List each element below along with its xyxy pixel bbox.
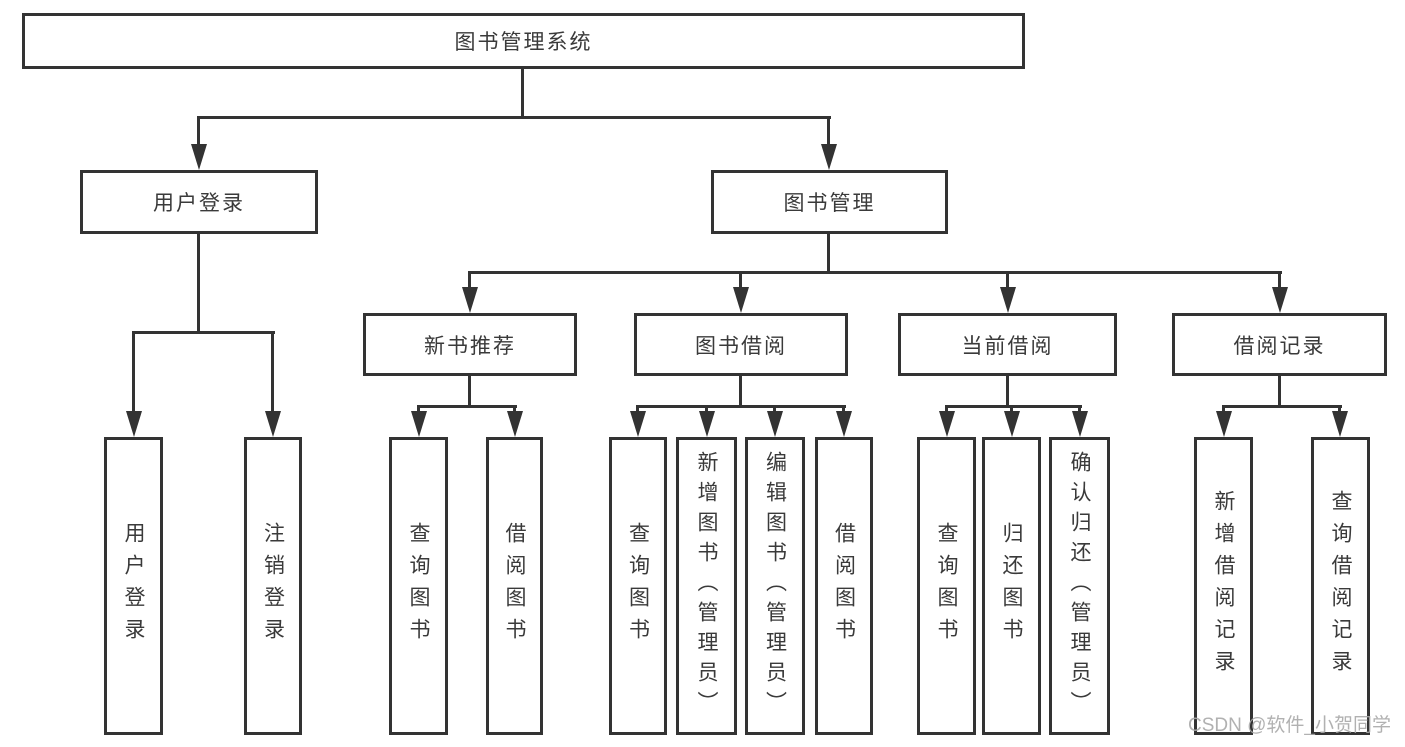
arrow-down-icon (821, 144, 837, 170)
node-new-book-recommend: 新书推荐 (363, 313, 577, 376)
connector-line (132, 331, 135, 414)
arrow-down-icon (1332, 411, 1348, 437)
arrow-down-icon (1004, 411, 1020, 437)
leaf-label: 归还图书 (1000, 522, 1023, 650)
leaf-label: 新增图书（管理员） (695, 451, 718, 721)
connector-line (468, 271, 1282, 274)
connector-line (197, 234, 200, 334)
node-label: 当前借阅 (961, 334, 1054, 358)
connector-line (197, 116, 831, 119)
connector-line (827, 116, 830, 148)
leaf-label: 注销登录 (261, 522, 285, 650)
connector-line (1278, 376, 1281, 408)
leaf-label: 确认归还（管理员） (1068, 451, 1091, 721)
connector-line (521, 69, 524, 118)
leaf-node-add-borrow-record: 新增借阅记录 (1194, 437, 1253, 735)
connector-line (773, 405, 776, 415)
watermark: CSDN @软件_小贺同学 (1188, 715, 1391, 736)
connector-line (945, 405, 1082, 408)
connector-line (271, 331, 274, 414)
leaf-label: 查询图书 (935, 522, 958, 650)
connector-line (739, 376, 742, 408)
leaf-label: 查询图书 (407, 522, 430, 650)
node-book-borrow: 图书借阅 (634, 313, 848, 376)
arrow-down-icon (1272, 287, 1288, 313)
arrow-down-icon (265, 411, 281, 437)
leaf-node-borrow-books: 借阅图书 (815, 437, 873, 735)
node-borrow-records: 借阅记录 (1172, 313, 1387, 376)
leaf-label: 查询借阅记录 (1329, 490, 1352, 682)
connector-line (417, 405, 420, 415)
arrow-down-icon (1072, 411, 1088, 437)
arrow-down-icon (767, 411, 783, 437)
connector-line (1338, 405, 1341, 415)
leaf-label: 借阅图书 (503, 522, 526, 650)
node-label: 图书管理 (783, 192, 876, 215)
arrow-down-icon (836, 411, 852, 437)
leaf-node-borrow-books: 借阅图书 (486, 437, 543, 735)
leaf-node-query-books: 查询图书 (609, 437, 667, 735)
arrow-down-icon (733, 287, 749, 313)
connector-line (1278, 271, 1281, 291)
leaf-label: 新增借阅记录 (1212, 490, 1235, 682)
connector-line (842, 405, 845, 415)
connector-line (636, 405, 639, 415)
connector-line (417, 405, 517, 408)
leaf-node-return-books: 归还图书 (982, 437, 1041, 735)
node-label: 新书推荐 (424, 334, 516, 358)
arrow-down-icon (507, 411, 523, 437)
connector-line (1078, 405, 1081, 415)
arrow-down-icon (462, 287, 478, 313)
node-user-login: 用户登录 (80, 170, 318, 234)
leaf-label: 用户登录 (122, 522, 145, 650)
node-label: 图书借阅 (695, 334, 787, 358)
arrow-down-icon (1000, 287, 1016, 313)
leaf-node-query-books: 查询图书 (917, 437, 976, 735)
leaf-node-add-books-admin: 新增图书（管理员） (676, 437, 737, 735)
arrow-down-icon (191, 144, 207, 170)
leaf-node-logout: 注销登录 (244, 437, 302, 735)
leaf-node-query-books: 查询图书 (389, 437, 448, 735)
connector-line (1010, 405, 1013, 415)
arrow-down-icon (411, 411, 427, 437)
arrow-down-icon (699, 411, 715, 437)
connector-line (1222, 405, 1342, 408)
arrow-down-icon (939, 411, 955, 437)
connector-line (636, 405, 846, 408)
node-current-borrow: 当前借阅 (898, 313, 1117, 376)
connector-line (1006, 376, 1009, 408)
connector-line (1006, 271, 1009, 291)
connector-line (132, 331, 275, 334)
leaf-node-user-login: 用户登录 (104, 437, 163, 735)
node-library-management-system: 图书管理系统 (22, 13, 1025, 69)
leaf-node-confirm-return-admin: 确认归还（管理员） (1049, 437, 1110, 735)
leaf-label: 编辑图书（管理员） (763, 451, 787, 721)
leaf-label: 查询图书 (626, 522, 650, 650)
node-label: 用户登录 (153, 192, 245, 215)
connector-line (945, 405, 948, 415)
connector-line (468, 376, 471, 408)
arrow-down-icon (1216, 411, 1232, 437)
connector-line (513, 405, 516, 415)
connector-line (739, 271, 742, 291)
connector-line (468, 271, 471, 291)
arrow-down-icon (630, 411, 646, 437)
node-label: 借阅记录 (1233, 334, 1326, 358)
arrow-down-icon (126, 411, 142, 437)
leaf-node-query-borrow-record: 查询借阅记录 (1311, 437, 1370, 735)
connector-line (705, 405, 708, 415)
connector-line (197, 116, 200, 148)
leaf-node-edit-books-admin: 编辑图书（管理员） (745, 437, 805, 735)
connector-line (827, 234, 830, 274)
root-node-label: 图书管理系统 (454, 31, 593, 54)
connector-line (1222, 405, 1225, 415)
leaf-label: 借阅图书 (832, 522, 856, 650)
node-book-management: 图书管理 (711, 170, 948, 234)
